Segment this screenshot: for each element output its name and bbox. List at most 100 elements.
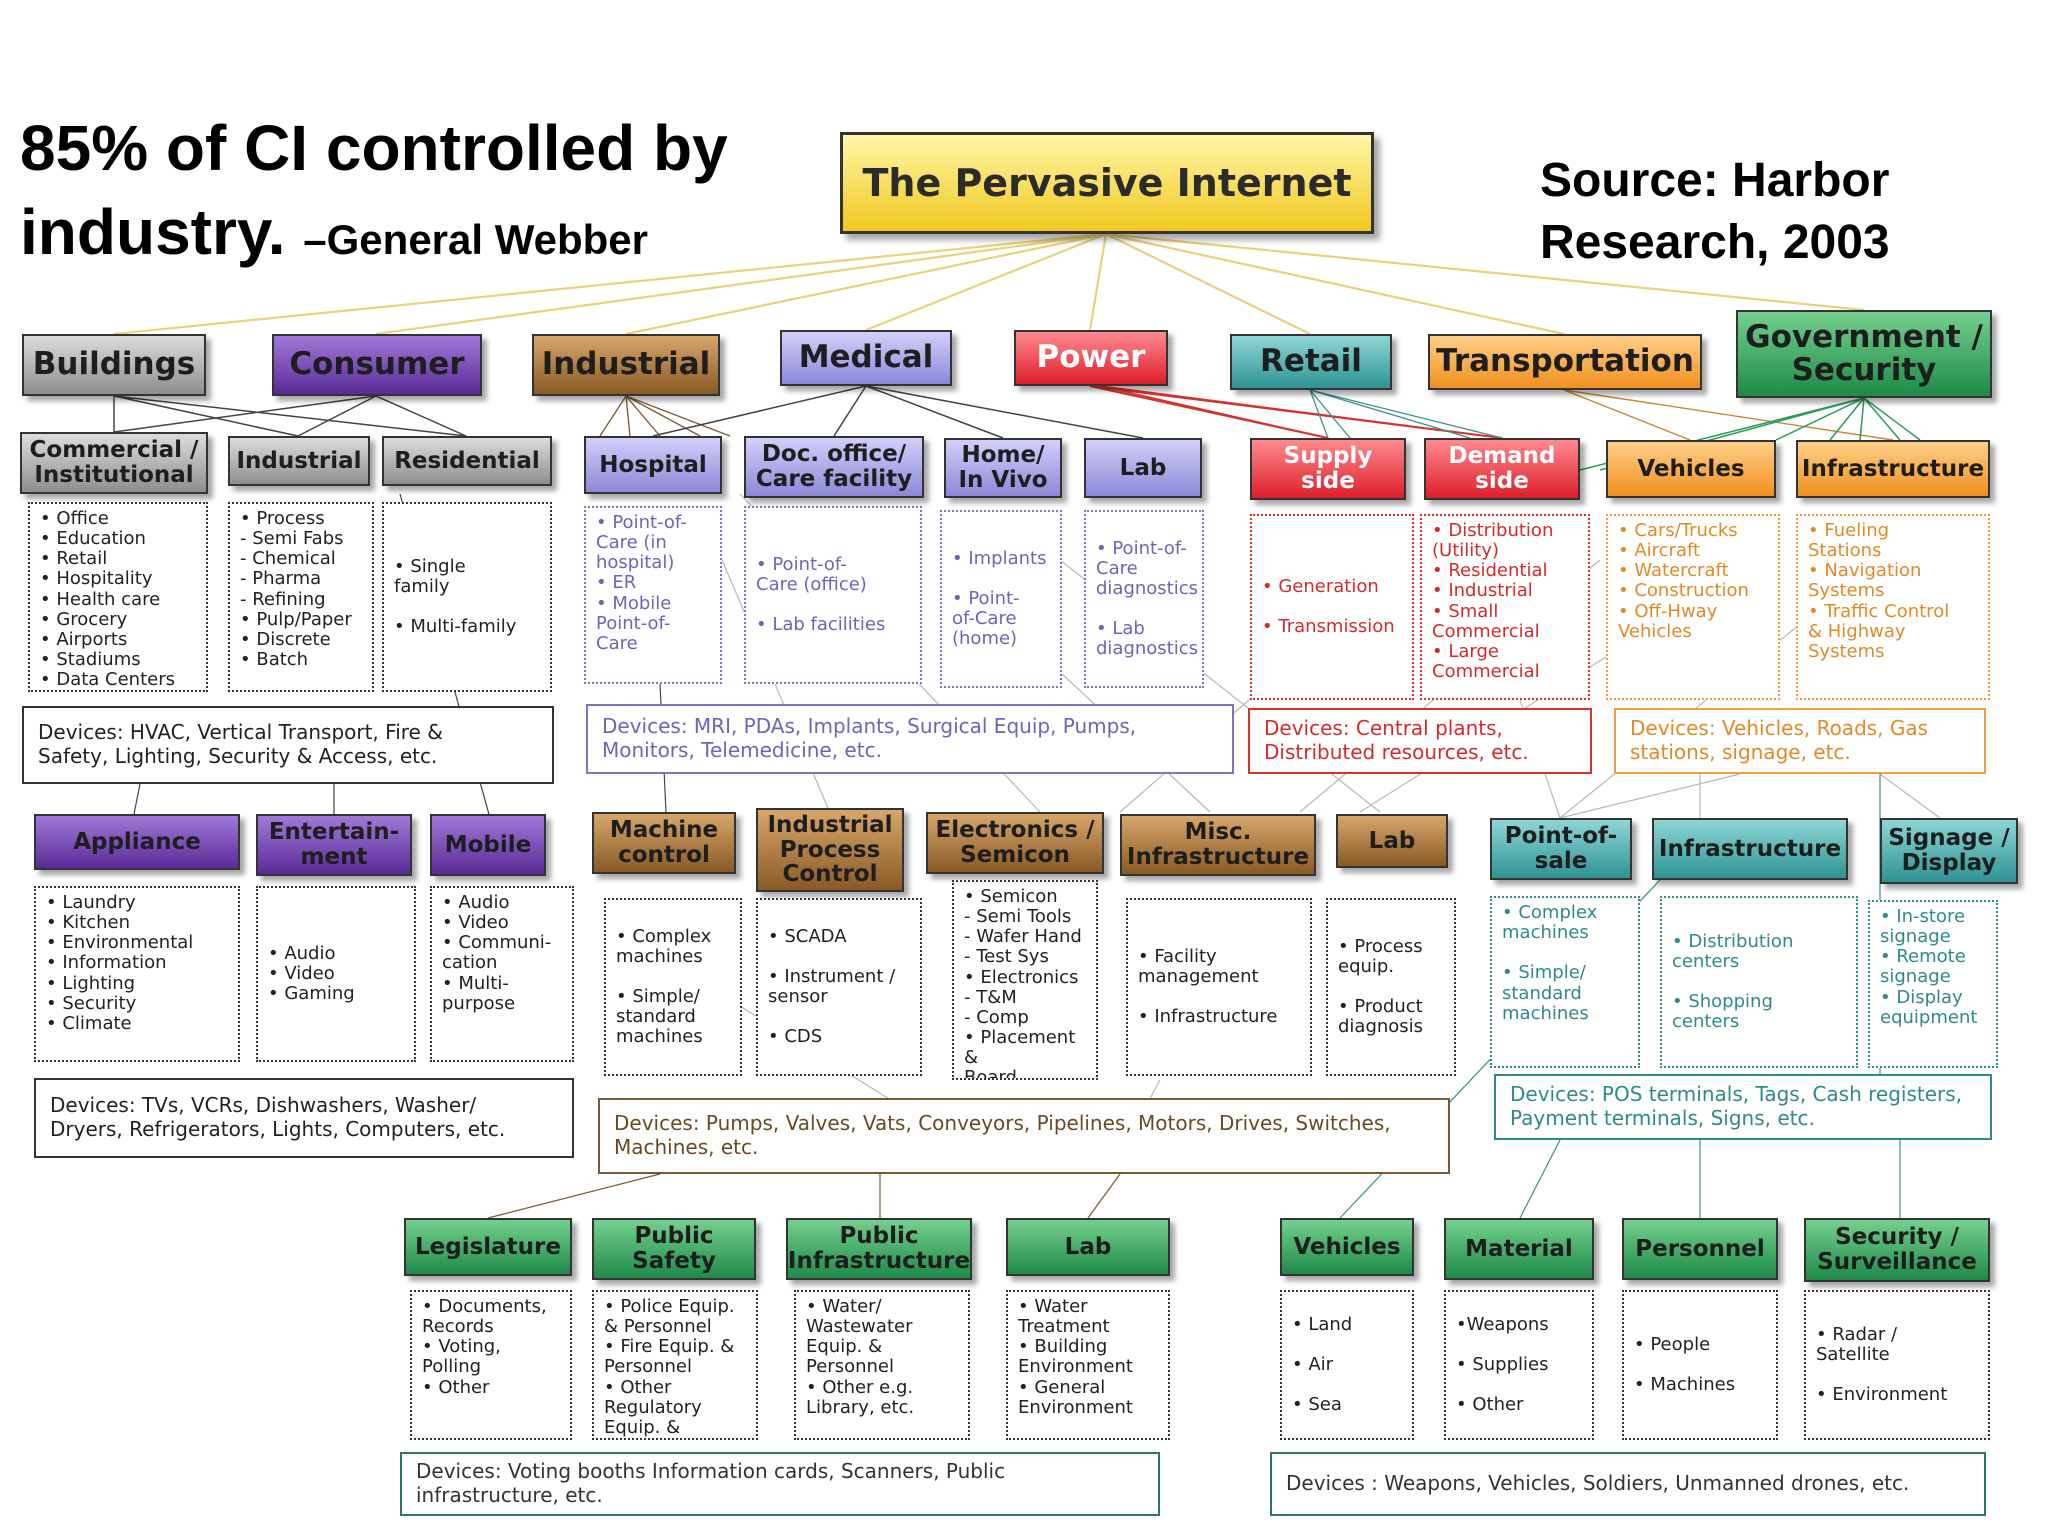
box-legislature: • Documents, Records • Voting, Polling •…: [410, 1290, 572, 1440]
box-vehicles: • Cars/Trucks • Aircraft • Watercraft • …: [1606, 514, 1780, 700]
connector-line-25: [1089, 385, 1503, 439]
box-entertain: • Audio • Video • Gaming: [256, 886, 416, 1062]
connector-line-28: [1309, 389, 1351, 439]
connector-line-34: [1859, 397, 1865, 441]
sub-gvehicles: Vehicles: [1280, 1218, 1414, 1276]
quote-heading: 85% of CI controlled by industry. –Gener…: [20, 106, 820, 278]
box-glab: • Water Treatment • Building Environment…: [1006, 1290, 1170, 1440]
box-tinfra: • Fueling Stations • Navigation Systems …: [1796, 514, 1990, 700]
box-demand: • Distribution (Utility) • Residential •…: [1420, 514, 1590, 700]
sub-material: Material: [1444, 1218, 1594, 1280]
box-electronics: • Semicon - Semi Tools - Wafer Hand - Te…: [952, 880, 1098, 1080]
sub-personnel: Personnel: [1622, 1218, 1778, 1280]
connector-line-21: [865, 385, 1004, 439]
box-mobile: • Audio • Video • Communi- cation • Mult…: [430, 886, 574, 1062]
box-process: • SCADA • Instrument / sensor • CDS: [756, 898, 922, 1076]
box-surveillance: • Radar / Satellite • Environment: [1804, 1290, 1990, 1440]
box-home: • Implants • Point- of-Care (home): [940, 510, 1062, 688]
connector-line-58: [1519, 1139, 1561, 1219]
box-commercial: • Office • Education • Retail • Hospital…: [28, 502, 208, 692]
connector-line-23: [1089, 385, 1329, 439]
cat-government: Government / Security: [1736, 310, 1992, 398]
connector-line-41: [133, 783, 141, 815]
connector-line-61: [487, 1173, 661, 1219]
box-misc: • Facility management • Infrastructure: [1126, 898, 1312, 1076]
sub-doc: Doc. office/ Care facility: [744, 436, 924, 498]
sub-commercial: Commercial / Institutional: [20, 432, 208, 494]
sub-psafety: Public Safety: [592, 1218, 756, 1280]
connector-line-11: [297, 395, 377, 437]
sub-appliance: Appliance: [34, 814, 240, 870]
connector-line-54: [1879, 773, 1941, 819]
connector-line-37: [1775, 397, 1865, 441]
connector-line-30: [1309, 389, 1471, 439]
dev-consumer: Devices: TVs, VCRs, Dishwashers, Washer/…: [34, 1078, 574, 1158]
connector-line-24: [1099, 385, 1329, 439]
connector-line-15: [625, 395, 631, 437]
cat-power: Power: [1014, 330, 1168, 386]
sub-tinfra: Infrastructure: [1796, 440, 1990, 498]
cat-medical: Medical: [780, 330, 952, 386]
box-hospital: • Point-of- Care (in hospital) • ER • Mo…: [584, 506, 722, 684]
sub-ilab: Lab: [1336, 814, 1448, 868]
sub-hospital: Hospital: [584, 436, 722, 494]
cat-consumer: Consumer: [272, 334, 482, 396]
sub-signage: Signage / Display: [1880, 818, 2018, 884]
sub-residential: Residential: [382, 436, 552, 486]
dev-retail: Devices: POS terminals, Tags, Cash regis…: [1494, 1074, 1992, 1140]
connector-line-3: [865, 232, 1107, 332]
sub-process: Industrial Process Control: [756, 808, 904, 892]
sub-supply: Supply side: [1250, 438, 1406, 500]
box-pos: • Complex machines • Simple/ standard ma…: [1490, 896, 1640, 1068]
connector-line-27: [1309, 389, 1329, 439]
box-appliance: • Laundry • Kitchen • Environmental • In…: [34, 886, 240, 1062]
connector-line-20: [833, 385, 867, 437]
box-personnel: • People • Machines: [1622, 1290, 1778, 1440]
sub-entertain: Entertain- ment: [256, 814, 412, 876]
box-supply: • Generation • Transmission: [1250, 514, 1414, 700]
sub-glab: Lab: [1006, 1218, 1170, 1276]
sub-machine: Machine control: [592, 812, 736, 874]
connector-line-18: [625, 395, 731, 437]
box-gvehicles: • Land • Air • Sea: [1280, 1290, 1414, 1440]
connector-line-36: [1863, 397, 1921, 441]
dev-transport: Devices: Vehicles, Roads, Gas stations, …: [1614, 708, 1986, 774]
sub-legislature: Legislature: [404, 1218, 572, 1276]
sub-vehicles: Vehicles: [1606, 440, 1776, 498]
source-note: Source: Harbor Research, 2003: [1540, 154, 1890, 269]
connector-line-55: [1559, 773, 1741, 819]
connector-line-10: [113, 395, 299, 437]
connector-line-13: [375, 395, 467, 437]
sub-electronics: Electronics / Semicon: [926, 812, 1104, 874]
connector-line-22: [865, 385, 1144, 439]
dev-buildings: Devices: HVAC, Vertical Transport, Fire …: [22, 706, 554, 784]
connector-line-29: [1309, 389, 1503, 439]
dev-gov2: Devices : Weapons, Vehicles, Soldiers, U…: [1270, 1452, 1986, 1516]
box-pinfra: • Water/ Wastewater Equip. & Personnel •…: [794, 1290, 970, 1440]
connector-line-12: [113, 395, 467, 437]
connector-line-26: [1099, 385, 1503, 439]
sub-rinfra: Infrastructure: [1652, 818, 1848, 880]
sub-mobile: Mobile: [430, 814, 546, 876]
cat-transportation: Transportation: [1428, 334, 1702, 390]
box-psafety: • Police Equip. & Personnel • Fire Equip…: [592, 1290, 758, 1440]
dev-industrial: Devices: Pumps, Valves, Vats, Conveyors,…: [598, 1098, 1450, 1174]
dev-medical: Devices: MRI, PDAs, Implants, Surgical E…: [586, 704, 1234, 774]
connector-line-6: [1105, 232, 1565, 336]
box-ilab: • Process equip. • Product diagnosis: [1326, 898, 1456, 1076]
sub-pos: Point-of- sale: [1490, 818, 1632, 880]
cat-industrial: Industrial: [532, 334, 720, 396]
box-residential: • Single family • Multi-family: [382, 502, 552, 692]
cat-buildings: Buildings: [22, 334, 206, 396]
connector-line-5: [1105, 233, 1311, 335]
connector-line-35: [1863, 397, 1901, 441]
box-bindustrial: • Process - Semi Fabs - Chemical - Pharm…: [228, 502, 374, 692]
connector-line-14: [599, 395, 627, 437]
sub-home: Home/ In Vivo: [944, 438, 1062, 498]
root-node: The Pervasive Internet: [840, 132, 1374, 234]
cat-retail: Retail: [1230, 334, 1392, 390]
sub-demand: Demand side: [1424, 438, 1580, 500]
connector-line-33: [1829, 397, 1865, 441]
dev-power: Devices: Central plants, Distributed res…: [1248, 708, 1592, 774]
